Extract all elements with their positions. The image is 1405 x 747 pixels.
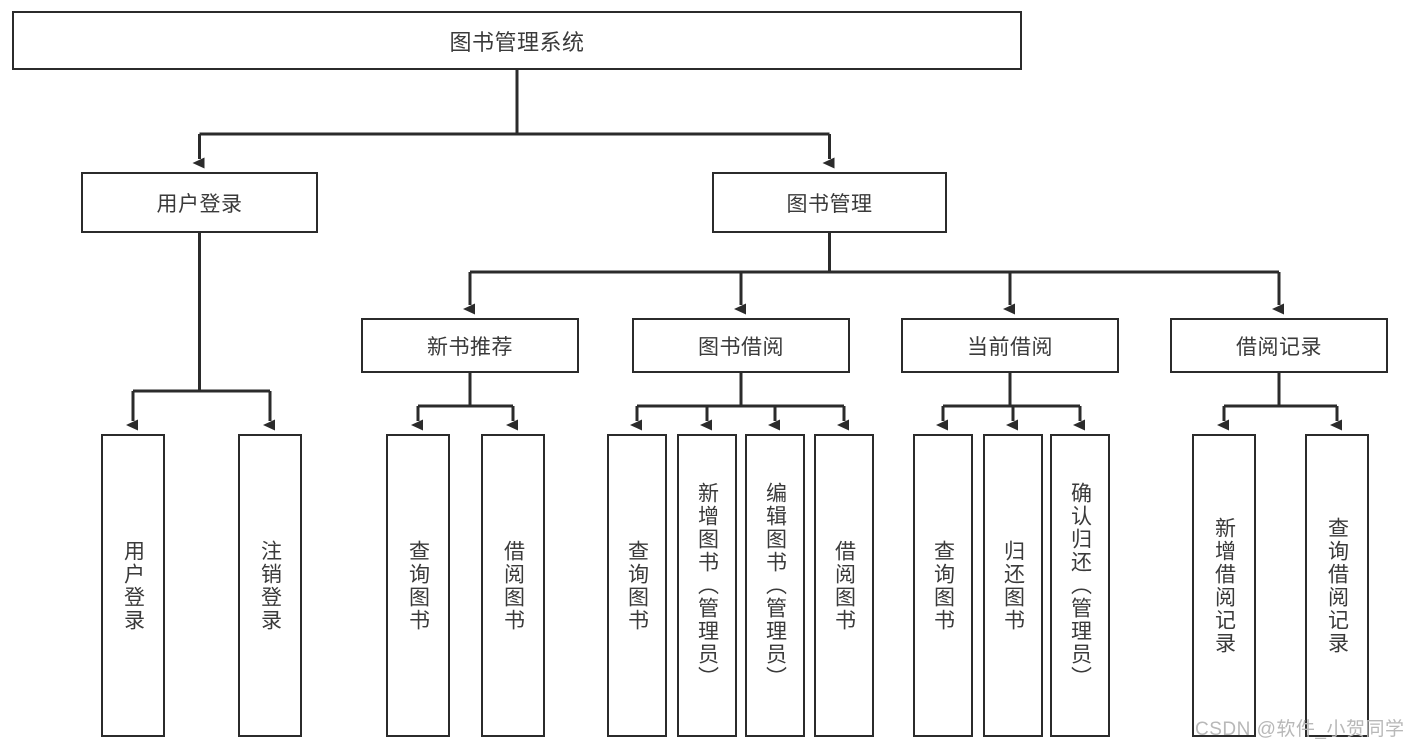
node-new-book-rec[interactable]: 新书推荐 xyxy=(361,318,579,373)
node-user-login-label: 用户登录 xyxy=(156,192,243,216)
node-leaf-add-record-label: 新增借阅记录 xyxy=(1212,516,1236,655)
node-leaf-borrow-book-1[interactable]: 借阅图书 xyxy=(481,434,545,737)
node-book-admin[interactable]: 图书管理 xyxy=(712,172,947,233)
node-root-label: 图书管理系统 xyxy=(449,29,585,55)
node-root[interactable]: 图书管理系统 xyxy=(12,11,1022,70)
node-leaf-return-book[interactable]: 归还图书 xyxy=(983,434,1043,737)
node-borrow-record-label: 借阅记录 xyxy=(1236,335,1322,359)
node-leaf-edit-book[interactable]: 编辑图书（管理员） xyxy=(745,434,805,737)
node-leaf-user-login-label: 用户登录 xyxy=(121,539,145,632)
node-book-borrow-label: 图书借阅 xyxy=(698,335,784,359)
node-leaf-query-book-2-label: 查询图书 xyxy=(625,539,649,632)
node-leaf-borrow-book-2-label: 借阅图书 xyxy=(832,539,856,632)
node-leaf-edit-book-label: 编辑图书（管理员） xyxy=(763,482,787,689)
node-leaf-confirm-return[interactable]: 确认归还（管理员） xyxy=(1050,434,1110,737)
node-book-admin-label: 图书管理 xyxy=(786,192,873,216)
node-leaf-query-record-label: 查询借阅记录 xyxy=(1325,516,1349,655)
node-user-login[interactable]: 用户登录 xyxy=(81,172,318,233)
node-leaf-return-book-label: 归还图书 xyxy=(1001,539,1025,632)
node-leaf-query-book-3[interactable]: 查询图书 xyxy=(913,434,973,737)
node-leaf-query-book-1-label: 查询图书 xyxy=(406,539,430,632)
node-borrow-record[interactable]: 借阅记录 xyxy=(1170,318,1388,373)
node-leaf-add-book-label: 新增图书（管理员） xyxy=(695,482,719,689)
node-leaf-query-book-3-label: 查询图书 xyxy=(931,539,955,632)
node-leaf-borrow-book-1-label: 借阅图书 xyxy=(501,539,525,632)
node-book-borrow[interactable]: 图书借阅 xyxy=(632,318,850,373)
node-leaf-query-record[interactable]: 查询借阅记录 xyxy=(1305,434,1369,737)
node-leaf-query-book-2[interactable]: 查询图书 xyxy=(607,434,667,737)
node-leaf-confirm-return-label: 确认归还（管理员） xyxy=(1068,482,1092,689)
node-leaf-borrow-book-2[interactable]: 借阅图书 xyxy=(814,434,874,737)
node-leaf-add-book[interactable]: 新增图书（管理员） xyxy=(677,434,737,737)
node-leaf-user-logout-label: 注销登录 xyxy=(258,539,282,632)
node-leaf-add-record[interactable]: 新增借阅记录 xyxy=(1192,434,1256,737)
node-leaf-user-logout[interactable]: 注销登录 xyxy=(238,434,302,737)
node-current-borrow[interactable]: 当前借阅 xyxy=(901,318,1119,373)
node-new-book-rec-label: 新书推荐 xyxy=(427,335,513,359)
node-leaf-user-login[interactable]: 用户登录 xyxy=(101,434,165,737)
node-leaf-query-book-1[interactable]: 查询图书 xyxy=(386,434,450,737)
node-current-borrow-label: 当前借阅 xyxy=(967,335,1053,359)
